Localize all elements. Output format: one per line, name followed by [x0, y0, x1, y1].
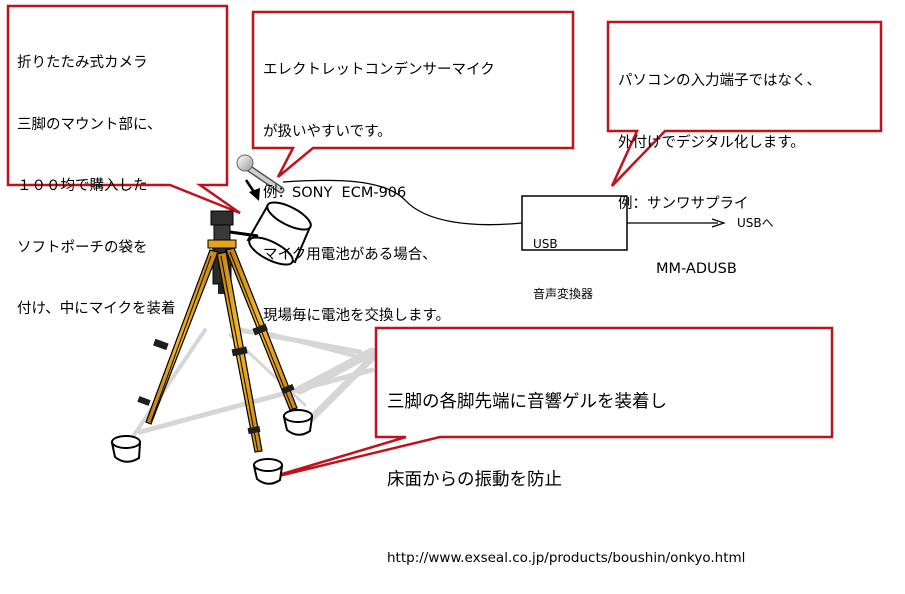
callout-camera-line: 折りたたみ式カメラ	[17, 55, 148, 71]
gel-pad-right	[282, 409, 314, 436]
microphone-icon	[236, 154, 285, 194]
callout-gel-url: http://www.exseal.co.jp/products/boushin…	[387, 550, 746, 566]
callout-gel-shape	[261, 326, 834, 482]
callout-camera-line: 三脚のマウント部に、	[17, 116, 162, 133]
callout-mic-shape	[251, 10, 575, 178]
diagram-canvas	[6, 4, 883, 485]
callout-gel	[261, 326, 834, 482]
usb-output-arrowhead	[711, 218, 726, 228]
usb-output-label: USBへ	[737, 216, 774, 230]
callout-mic-line: 例：SONY ECM-906	[263, 185, 407, 201]
mic-pouch	[246, 201, 312, 266]
tripod	[110, 210, 314, 485]
usb-converter-label: USB 音声変換器	[533, 204, 593, 318]
callout-camera-line: ソフトポーチの袋を	[17, 239, 148, 256]
callout-mic-line: 現場毎に電池を交換します。	[263, 308, 451, 324]
callout-pc-line: 外付けでデジタル化します。	[618, 134, 805, 151]
diagram: 折りたたみ式カメラ 三脚のマウント部に、 １００均で購入した ソフトポーチの袋を…	[6, 4, 883, 566]
callout-camera	[6, 4, 241, 215]
callout-mic-line: が扱いやすいです。	[263, 123, 392, 140]
usb-converter-line1: USB	[533, 237, 558, 251]
callout-pc-line: 例：サンワサプライ	[618, 196, 749, 212]
callout-pc-line: パソコンの入力端子ではなく、	[618, 73, 821, 89]
callout-mic-line: マイク用電池がある場合、	[263, 246, 437, 263]
callout-gel-text: 三脚の各脚先端に音響ゲルを装着し 床面からの振動を防止 http://www.e…	[387, 337, 745, 594]
callout-camera-line: １００均で購入した	[17, 178, 148, 194]
callout-pc-shape	[606, 20, 883, 187]
usb-converter-box	[521, 195, 628, 251]
callout-camera-line: 付け、中にマイクを装着	[17, 301, 176, 317]
callout-pc-line: MM-ADUSB	[656, 260, 737, 277]
callout-gel-line: 床面からの振動を防止	[387, 470, 562, 490]
callout-camera-text: 折りたたみ式カメラ 三脚のマウント部に、 １００均で購入した ソフトポーチの袋を…	[17, 12, 175, 340]
callout-camera-shape	[6, 4, 241, 215]
gel-pad-middle	[252, 458, 284, 485]
callout-mic-text: エレクトレットコンデンサーマイク が扱いやすいです。 例：SONY ECM-90…	[263, 19, 495, 347]
mic-cable	[282, 179, 523, 226]
callout-mic	[251, 10, 575, 178]
mic-insert-arrow	[244, 179, 260, 201]
callout-gel-line: 三脚の各脚先端に音響ゲルを装着し	[387, 392, 667, 412]
callout-pc	[606, 20, 883, 187]
gel-pad-left	[110, 435, 142, 463]
callout-mic-line: エレクトレットコンデンサーマイク	[263, 62, 495, 78]
callout-pc-text: パソコンの入力端子ではなく、 外付けでデジタル化します。 例：サンワサプライ M…	[618, 30, 821, 300]
usb-converter-line2: 音声変換器	[533, 287, 594, 301]
